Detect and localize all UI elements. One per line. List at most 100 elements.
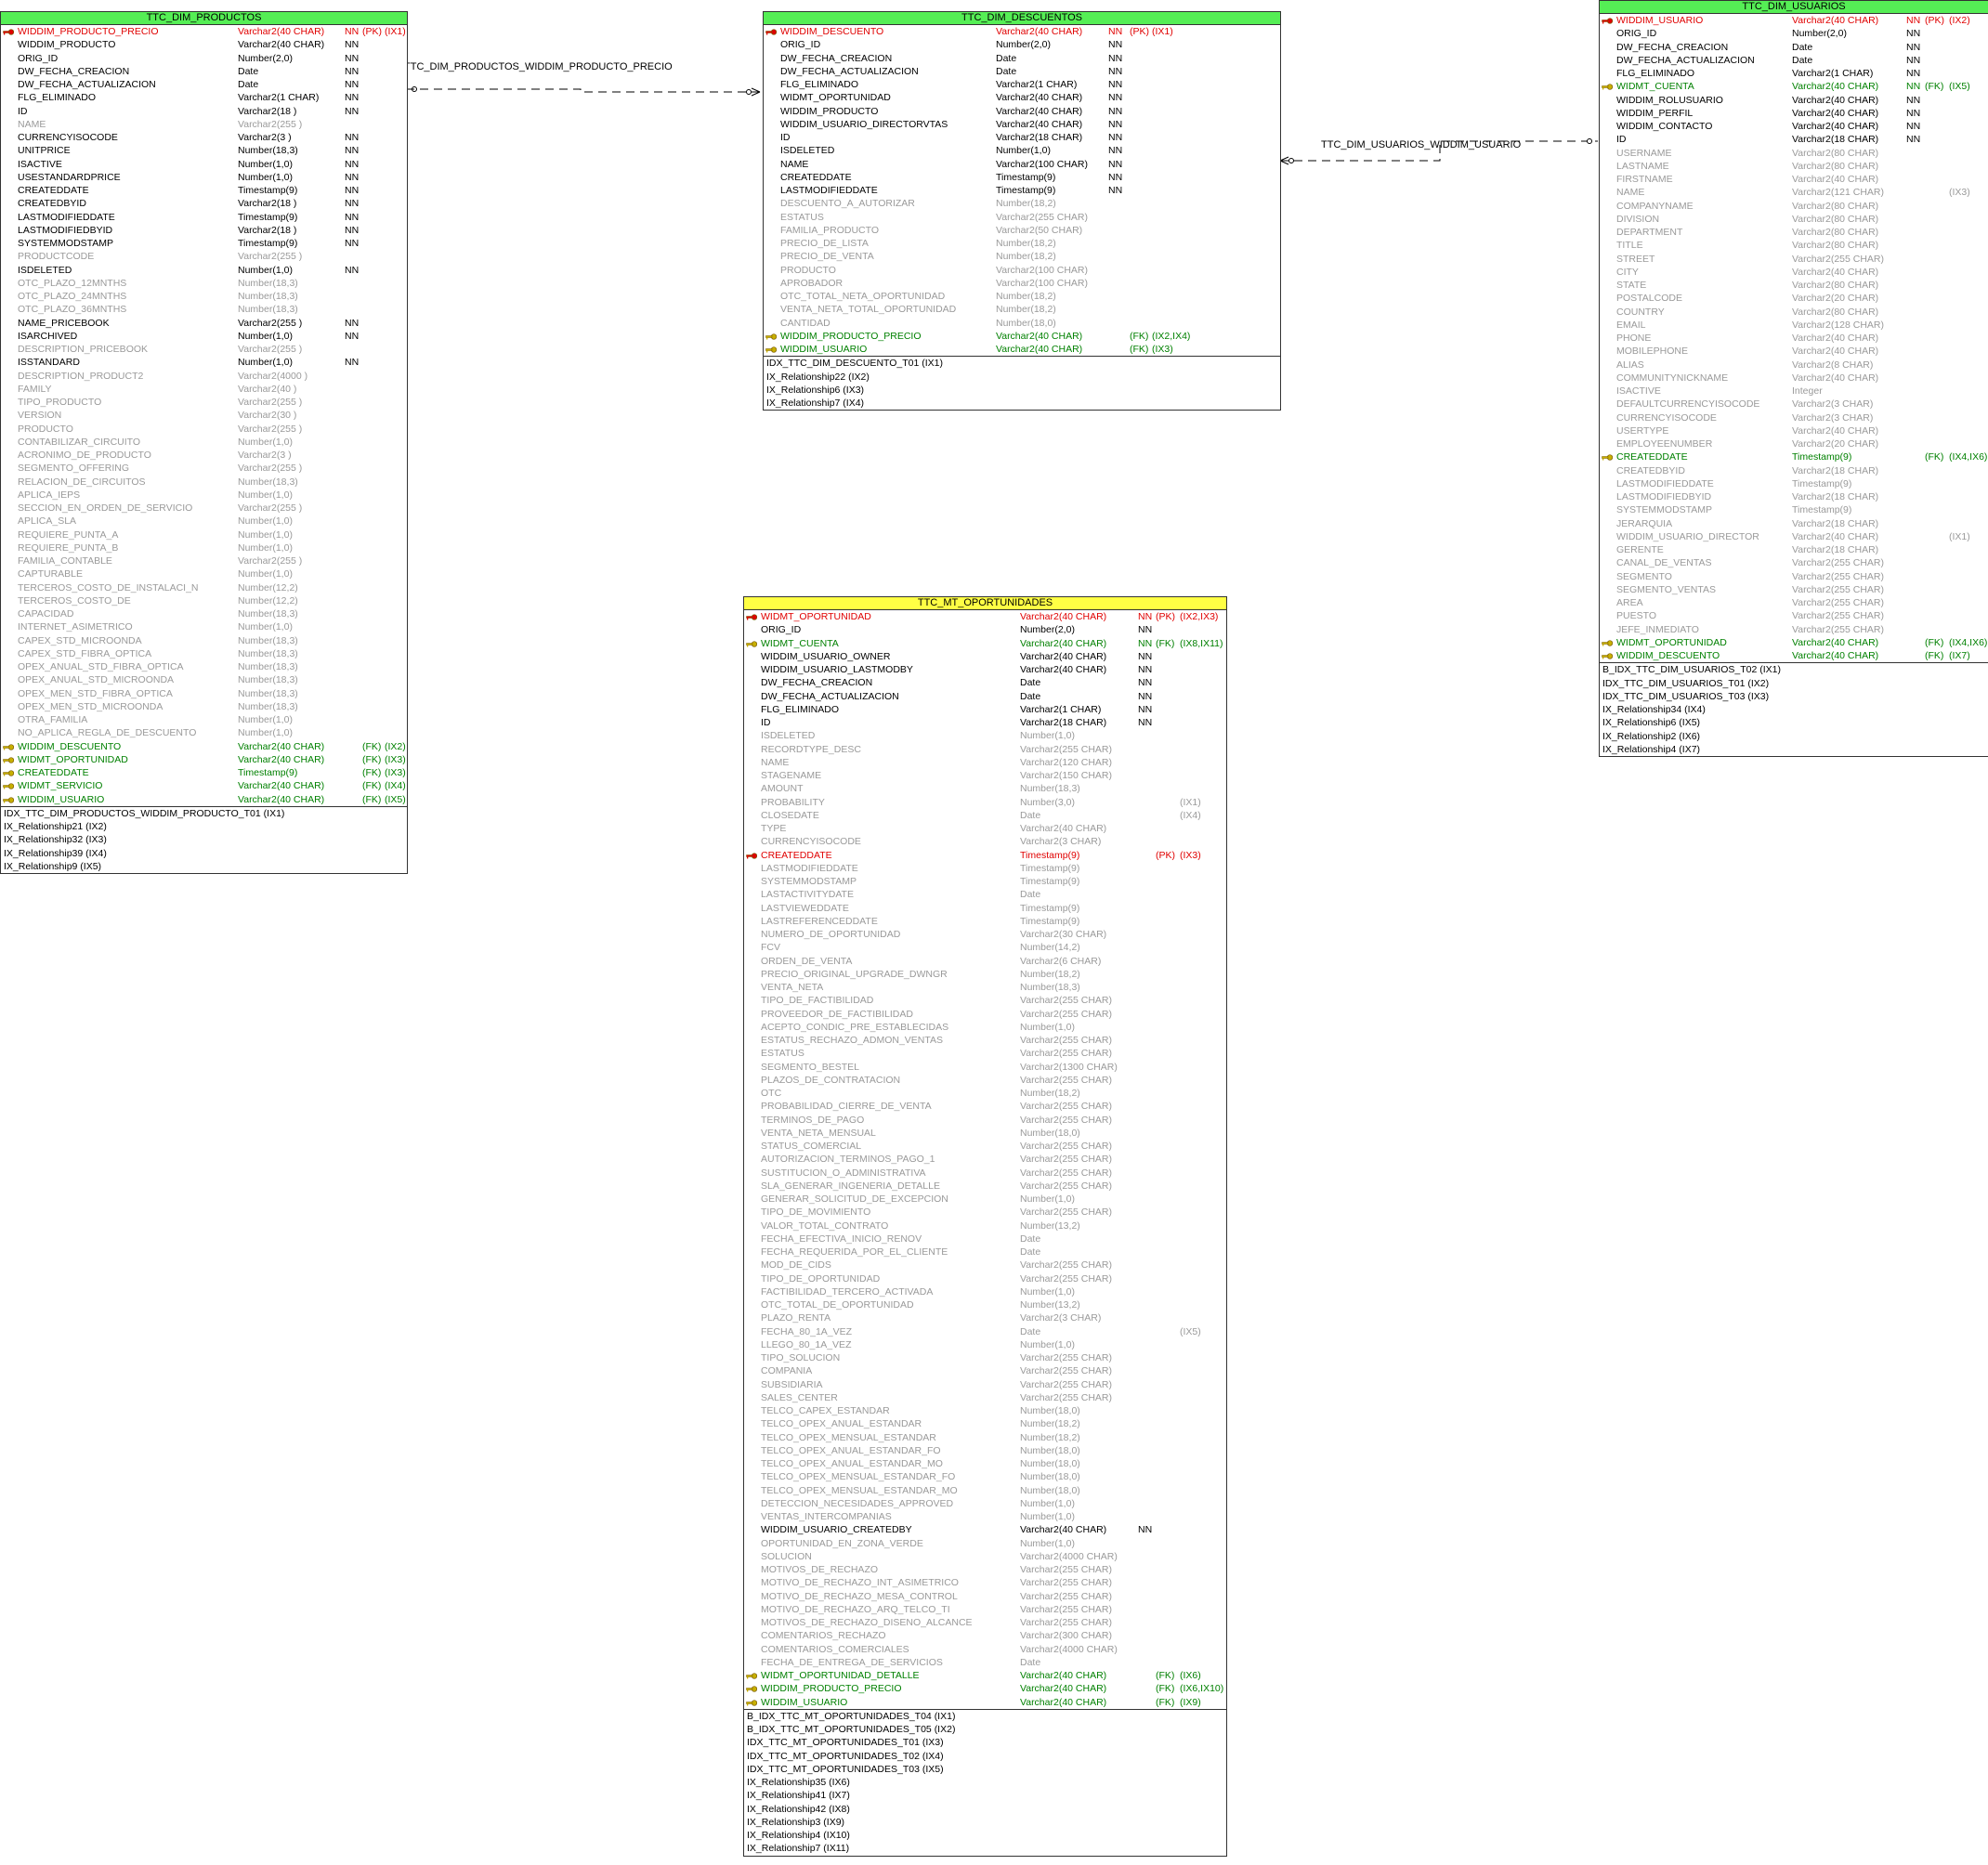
- index-entry[interactable]: IX_Relationship6 (IX5): [1602, 717, 1701, 729]
- index-entry[interactable]: IDX_TTC_DIM_USUARIOS_T03 (IX3): [1602, 690, 1770, 702]
- index-entry[interactable]: IX_Relationship21 (IX2): [4, 821, 107, 832]
- index-entry[interactable]: IX_Relationship34 (IX4): [1602, 704, 1706, 715]
- index-entry[interactable]: IDX_TTC_MT_OPORTUNIDADES_T02 (IX4): [747, 1750, 944, 1762]
- index-entry[interactable]: IX_Relationship42 (IX8): [747, 1803, 850, 1815]
- index-entry[interactable]: IX_Relationship39 (IX4): [4, 847, 107, 859]
- index-entry[interactable]: IDX_TTC_MT_OPORTUNIDADES_T03 (IX5): [747, 1763, 944, 1775]
- index-entry[interactable]: B_IDX_TTC_MT_OPORTUNIDADES_T05 (IX2): [747, 1724, 956, 1735]
- index-entry[interactable]: IX_Relationship35 (IX6): [747, 1777, 850, 1788]
